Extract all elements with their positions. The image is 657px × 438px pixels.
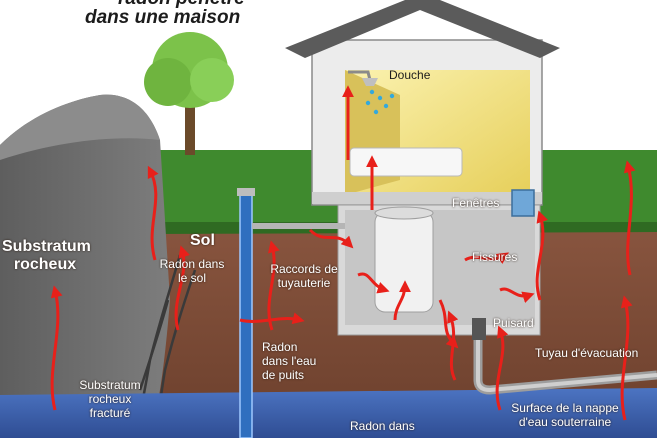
radon-water-label: Radon dans [350, 419, 415, 433]
bedrock-label-line1: Substratum [2, 238, 91, 255]
radon-soil-line1: Radon dans [159, 257, 225, 271]
fractured-bedrock-label: Substratum rocheux fracturé [65, 378, 155, 420]
house [285, 0, 657, 395]
bedrock-label-line2: rocheux [13, 256, 77, 273]
fractured-line3: fracturé [89, 406, 131, 420]
radon-soil-line2: le sol [177, 271, 206, 285]
radon-soil-label: Radon dans le sol [152, 257, 232, 285]
fractured-line2: rocheux [88, 392, 132, 406]
radon-well-line2: dans l'eau [262, 354, 317, 368]
radon-well-label: Radon dans l'eau de puits [262, 340, 316, 382]
water-table-label: Surface de la nappe d'eau souterraine [490, 401, 640, 429]
pipe-fittings-line2: tuyauterie [277, 276, 331, 290]
fractured-line1: Substratum [79, 378, 141, 392]
pipe-fittings-line1: Raccords de [270, 262, 338, 276]
radon-well-line3: de puits [262, 368, 305, 382]
cracks-label: Fissures [472, 250, 518, 264]
tree [144, 32, 234, 155]
sump-label: Puisard [493, 316, 534, 330]
shower-label: Douche [389, 68, 431, 82]
bedrock-outcrop [0, 94, 170, 438]
water-table [0, 388, 657, 438]
soil-label: Sol [190, 232, 215, 249]
drain-pipe-label: Tuyau d'évacuation [535, 346, 639, 360]
bedrock-label: Substratum rocheux [2, 238, 91, 274]
bedrock-top [0, 94, 160, 160]
radon-arrows [50, 85, 636, 421]
windows-label: Fenêtres [452, 196, 500, 210]
well [237, 188, 345, 438]
shower-droplets [365, 89, 395, 115]
pipe-fittings-label: Raccords de tuyauterie [258, 262, 350, 290]
water-table-line1: Surface de la nappe [511, 401, 619, 415]
title-line-2: dans une maison [85, 7, 241, 28]
title-line-1: radon pénètre [118, 0, 245, 10]
radon-well-line1: Radon [262, 340, 298, 354]
water-table-line2: d'eau souterraine [518, 415, 612, 429]
shower-icon [348, 70, 378, 86]
